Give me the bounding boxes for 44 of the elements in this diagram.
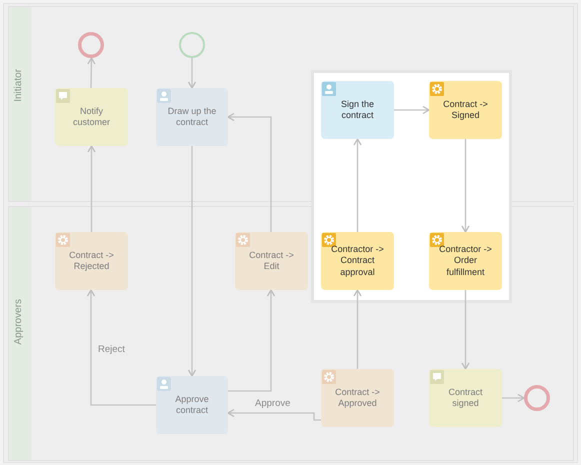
task-box: [156, 88, 228, 146]
arrow: [394, 106, 430, 114]
arrow: [87, 145, 96, 232]
task-box: [321, 369, 394, 427]
task-label: Sign the contract: [340, 98, 376, 122]
task-label: Contract -> Approved: [334, 386, 381, 410]
end-event-circle: [524, 385, 550, 411]
task-box: [235, 232, 308, 290]
swimlane: [8, 206, 574, 461]
start-event-circle: [179, 32, 205, 58]
task-label: Contract signed: [447, 386, 484, 410]
arrow: [353, 138, 362, 232]
task-label: Contractor -> Order fulfillment: [438, 244, 493, 278]
arrow: [228, 289, 276, 392]
task-label: Approve contract: [174, 394, 210, 416]
task-label: Contract -> Signed: [442, 98, 489, 122]
arrow: [461, 290, 470, 370]
arrow: [227, 408, 321, 421]
task-box: [429, 232, 502, 290]
task-label: Contract -> Edit: [248, 250, 295, 272]
end-event-circle: [78, 32, 104, 58]
task-box: [429, 369, 502, 427]
arrow: [353, 289, 362, 369]
lane-title: Initiator: [13, 69, 24, 102]
task-box: [321, 232, 394, 290]
edge-label: Approve: [253, 398, 292, 409]
arrow: [188, 146, 196, 377]
task-label: Contractor -> Contract approval: [330, 244, 385, 278]
arrow: [502, 394, 525, 402]
task-box: [55, 88, 128, 146]
task-box: [429, 81, 502, 139]
task-box: [156, 376, 228, 434]
task-box: [55, 232, 128, 290]
task-label: Notify customer: [72, 106, 111, 128]
arrow: [86, 289, 156, 406]
arrow: [87, 57, 96, 88]
edge-label: Reject: [96, 344, 127, 355]
lane-title: Approvers: [13, 299, 24, 345]
arrow: [227, 112, 272, 232]
task-label: Contract -> Rejected: [68, 250, 115, 272]
arrow: [461, 139, 470, 233]
task-box: [321, 81, 394, 139]
task-label: Draw up the contract: [166, 106, 218, 128]
arrow: [188, 58, 196, 89]
